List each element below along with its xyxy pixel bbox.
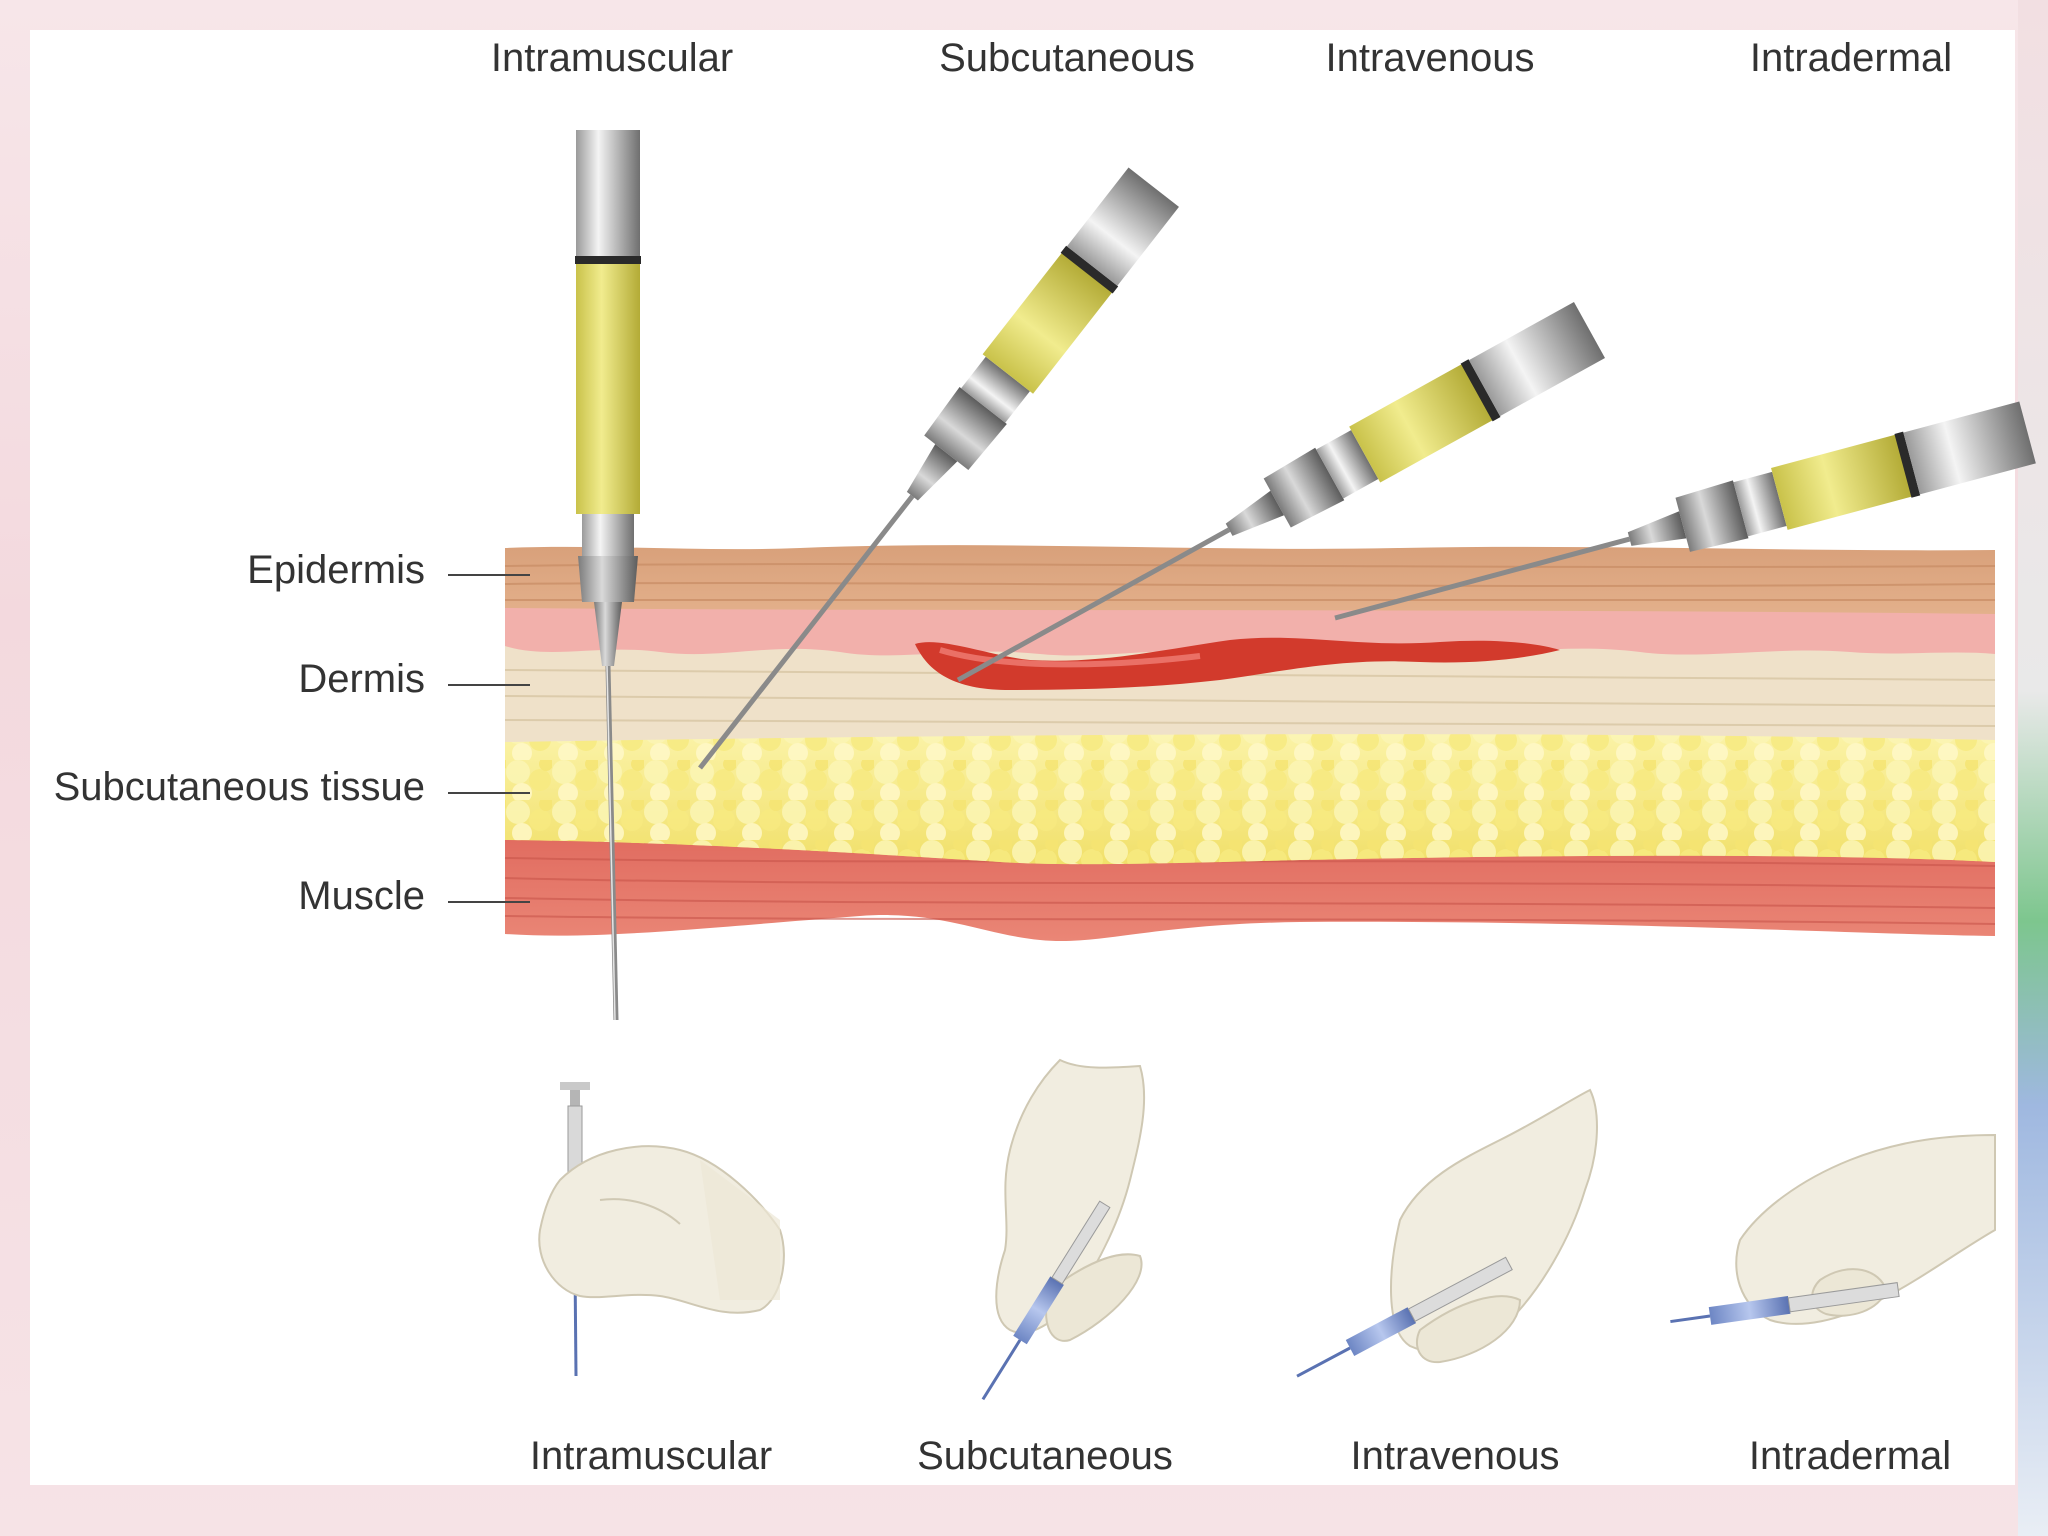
muscle-fibers xyxy=(504,857,1996,925)
hand-subcutaneous xyxy=(981,1058,1146,1401)
top-label-subcutaneous: Subcutaneous xyxy=(939,36,1195,80)
layer-label-epidermis: Epidermis xyxy=(247,548,425,592)
layer-label-dermis: Dermis xyxy=(298,657,425,701)
hand-intradermal xyxy=(1670,1133,1996,1325)
syringe-subcutaneous xyxy=(698,167,1179,770)
upper-dermis-layer xyxy=(505,606,1995,656)
muscle-layer xyxy=(505,830,1995,942)
top-label-intradermal: Intradermal xyxy=(1749,36,1953,80)
syringe-intradermal xyxy=(1334,401,2036,621)
syringe-intramuscular xyxy=(575,130,641,1021)
window-edge-strip xyxy=(2018,0,2048,1536)
bottom-label-intradermal: Intradermal xyxy=(1748,1434,1952,1478)
hand-intravenous xyxy=(1296,1088,1598,1378)
vein xyxy=(915,637,1560,690)
bottom-label-subcutaneous: Subcutaneous xyxy=(917,1434,1173,1478)
bottom-label-intravenous: Intravenous xyxy=(1350,1434,1560,1478)
layer-label-muscle: Muscle xyxy=(298,874,425,918)
layer-label-subcutaneous-tissue: Subcutaneous tissue xyxy=(53,765,425,809)
layer-leader-lines xyxy=(448,574,530,903)
syringe-barrel xyxy=(576,130,640,260)
bottom-label-intramuscular: Intramuscular xyxy=(529,1434,773,1478)
syringe-drug xyxy=(576,264,640,514)
hand-intramuscular xyxy=(538,1082,785,1377)
skin-cross-section xyxy=(504,545,1996,942)
epidermis-layer xyxy=(505,545,1995,614)
dermis-layer xyxy=(505,640,1995,742)
syringe-intravenous xyxy=(956,301,1605,683)
top-label-intravenous: Intravenous xyxy=(1325,36,1535,80)
top-label-intramuscular: Intramuscular xyxy=(490,36,734,80)
